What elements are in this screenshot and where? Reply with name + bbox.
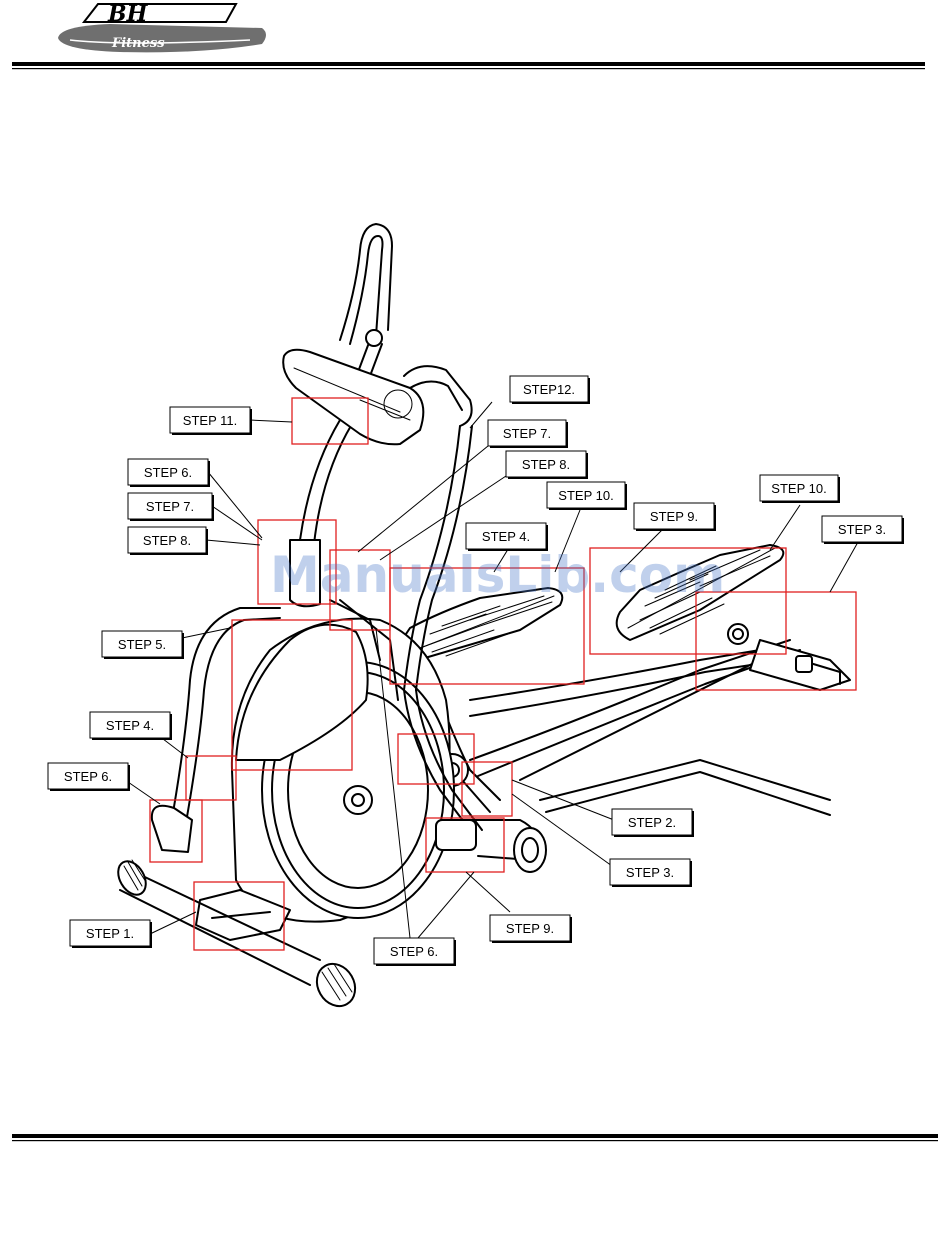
callout-label: STEP12. (523, 382, 575, 397)
callout-label: STEP 3. (838, 522, 886, 537)
callout-step7-left: STEP 7. (128, 493, 214, 521)
callout-step11: STEP 11. (170, 407, 252, 435)
callout-step8-top: STEP 8. (506, 451, 588, 479)
callout-label: STEP 6. (64, 769, 112, 784)
callout-step6-low: STEP 6. (48, 763, 130, 791)
callout-step10-right: STEP 10. (760, 475, 840, 503)
header-rule (12, 62, 925, 69)
callout-label: STEP 6. (144, 465, 192, 480)
logo-brand-text: BH (107, 1, 149, 27)
callout-step5: STEP 5. (102, 631, 184, 659)
callout-label: STEP 9. (506, 921, 554, 936)
callout-label: STEP 11. (183, 413, 237, 428)
callout-step1: STEP 1. (70, 920, 152, 948)
callout-label: STEP 9. (650, 509, 698, 524)
callout-step8-left: STEP 8. (128, 527, 208, 555)
callout-label: STEP 10. (771, 481, 826, 496)
bh-fitness-logo: BH Fitness (58, 1, 266, 52)
callout-step12: STEP12. (510, 376, 590, 404)
callout-label: STEP 10. (558, 488, 613, 503)
elliptical-machine-drawing (113, 224, 850, 1013)
callout-label: STEP 8. (522, 457, 570, 472)
callout-step9-bottom: STEP 9. (490, 915, 572, 943)
watermark-text: ManualsLib.com (270, 546, 725, 604)
callout-step6-bottom: STEP 6. (374, 938, 456, 966)
callout-step2: STEP 2. (612, 809, 694, 837)
callout-step9-top: STEP 9. (634, 503, 716, 531)
callout-step7-top: STEP 7. (488, 420, 568, 448)
callout-step10-mid: STEP 10. (547, 482, 627, 510)
callout-label: STEP 7. (146, 499, 194, 514)
callout-label: STEP 8. (143, 533, 191, 548)
callout-step6-left: STEP 6. (128, 459, 210, 487)
callout-label: STEP 4. (482, 529, 530, 544)
callout-label: STEP 2. (628, 815, 676, 830)
callout-step4-left: STEP 4. (90, 712, 172, 740)
callout-label: STEP 7. (503, 426, 551, 441)
callout-label: STEP 6. (390, 944, 438, 959)
callout-label: STEP 3. (626, 865, 674, 880)
callout-label: STEP 4. (106, 718, 154, 733)
callout-label: STEP 5. (118, 637, 166, 652)
callout-step3-right: STEP 3. (822, 516, 904, 544)
callout-step3-low: STEP 3. (610, 859, 692, 887)
footer-rule (12, 1134, 938, 1141)
logo-sub-text: Fitness (111, 36, 165, 51)
callout-label: STEP 1. (86, 926, 134, 941)
